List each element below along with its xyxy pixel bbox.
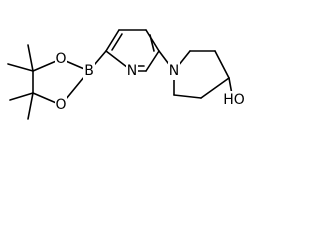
atom-oxygen-bottom: O [55,97,66,113]
bond-py-double-1 [111,33,123,51]
mask-pyridine-nitrogen [126,62,138,80]
bond-py-double-2 [149,34,155,52]
bond-methyl-1 [7,63,34,72]
atom-piperidine-nitrogen: N [169,63,179,79]
bond-py-c5-c6 [145,50,160,72]
bond-methyl-2 [27,44,34,72]
bond-pip-c4-c5 [200,77,230,99]
atom-hydroxyl: HO [223,92,245,108]
mask-piperidine-nitrogen [168,62,180,80]
mask-boron [83,62,95,80]
bond-methyl-4 [27,92,34,120]
atom-oxygen-top: O [55,51,66,67]
bond-py-c4-c5 [145,29,160,52]
atom-boron: B [84,63,94,79]
atom-pyridine-nitrogen: N [127,63,137,79]
bond-pip-c5-c6 [173,94,202,99]
bond-lines [7,29,234,120]
bond-py-c2-c3 [105,29,120,52]
bond-methyl-3 [9,92,34,101]
bond-pip-c3-c4 [214,50,230,79]
chemical-structure-diagram: B O O N N HO [7,29,246,120]
atom-labels: B O O N N HO [55,51,244,113]
mask-oxygen-bottom [55,96,67,114]
mask-hydroxyl [222,91,246,109]
mask-oxygen-top [55,50,67,68]
atom-masks [55,50,246,114]
